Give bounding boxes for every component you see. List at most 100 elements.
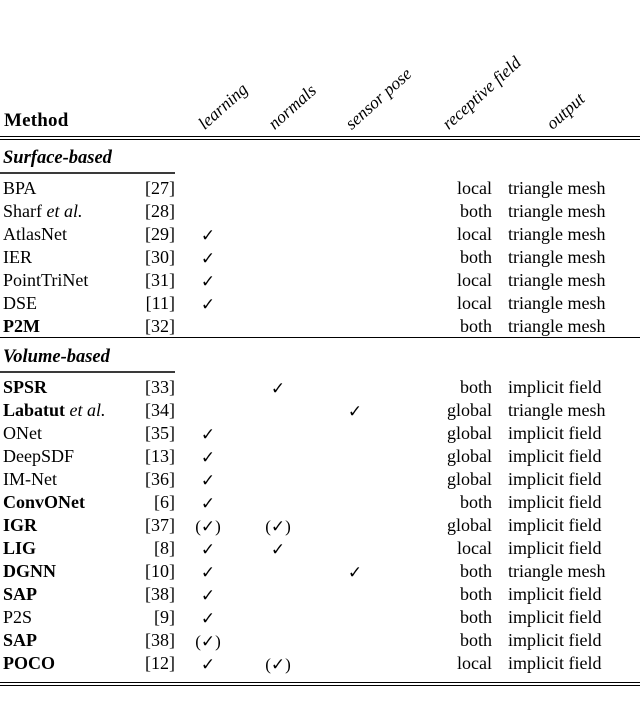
check-partial-icon: (✓) (265, 655, 291, 674)
receptive-field-value: global (447, 469, 492, 489)
check-learning: ✓ (191, 469, 225, 492)
reference-number[interactable]: [10] (145, 561, 175, 581)
reference-number[interactable]: [30] (145, 247, 175, 267)
reference-number[interactable]: [38] (145, 630, 175, 650)
method-name: IM-Net (3, 469, 57, 490)
method-name: SAP (3, 630, 37, 651)
check-learning: ✓ (191, 561, 225, 584)
check-icon: ✓ (200, 448, 216, 467)
method-name: ONet (3, 423, 42, 444)
check-learning: ✓ (191, 446, 225, 469)
reference-number[interactable]: [37] (145, 515, 175, 535)
receptive-field-value: both (459, 201, 492, 221)
check-normals: ✓ (261, 377, 295, 400)
receptive-field-value: global (447, 446, 492, 466)
section-underline-0 (0, 172, 175, 174)
reference-number[interactable]: [38] (145, 584, 175, 604)
check-icon: ✓ (200, 494, 216, 513)
receptive-field-value: both (459, 316, 492, 336)
check-icon: ✓ (200, 226, 216, 245)
method-name-text: SAP (3, 584, 38, 604)
check-learning: (✓) (191, 515, 225, 538)
reference-number[interactable]: [27] (145, 178, 175, 198)
method-name: SPSR (3, 377, 47, 398)
receptive-field-value: local (457, 224, 492, 244)
check-learning: ✓ (191, 293, 225, 316)
check-sensor-pose: ✓ (338, 561, 372, 584)
reference-number[interactable]: [12] (145, 653, 175, 673)
reference-number[interactable]: [8] (154, 538, 175, 558)
method-name: LIG (3, 538, 36, 559)
section-title-1: Volume-based (3, 347, 110, 367)
output-value: implicit field (508, 377, 602, 397)
reference-number[interactable]: [35] (145, 423, 175, 443)
check-icon: ✓ (270, 379, 286, 398)
reference-number[interactable]: [6] (154, 492, 175, 512)
method-name-text: P2M (3, 316, 40, 336)
receptive-field-value: local (457, 270, 492, 290)
output-value: triangle mesh (508, 178, 606, 198)
check-icon: ✓ (200, 540, 216, 559)
output-value: triangle mesh (508, 400, 606, 420)
receptive-field-value: global (447, 400, 492, 420)
check-learning: ✓ (191, 584, 225, 607)
check-sensor-pose: ✓ (338, 400, 372, 423)
method-name: DSE (3, 293, 37, 314)
check-icon: ✓ (347, 563, 363, 582)
check-learning: ✓ (191, 224, 225, 247)
reference-number[interactable]: [34] (145, 400, 175, 420)
method-etal: et al. (69, 400, 106, 420)
header-rule (0, 136, 640, 140)
section-rule-above (0, 337, 640, 338)
output-value: implicit field (508, 653, 602, 673)
check-partial-icon: (✓) (195, 517, 221, 536)
check-learning: ✓ (191, 538, 225, 561)
check-learning: (✓) (191, 630, 225, 653)
receptive-field-value: both (459, 492, 492, 512)
check-icon: ✓ (200, 295, 216, 314)
method-name-text: Sharf (3, 201, 42, 221)
receptive-field-value: both (459, 630, 492, 650)
reference-number[interactable]: [32] (145, 316, 175, 336)
reference-number[interactable]: [28] (145, 201, 175, 221)
method-name: IER (3, 247, 32, 268)
reference-number[interactable]: [11] (145, 293, 175, 313)
method-name-text: IGR (3, 515, 38, 535)
receptive-field-value: global (447, 515, 492, 535)
column-header-label-normals: normals (263, 80, 320, 134)
method-name-text: IM-Net (3, 469, 57, 489)
check-partial-icon: (✓) (195, 632, 221, 651)
output-value: triangle mesh (508, 561, 606, 581)
reference-number[interactable]: [13] (145, 446, 175, 466)
reference-number[interactable]: [36] (145, 469, 175, 489)
reference-number[interactable]: [31] (145, 270, 175, 290)
reference-number[interactable]: [29] (145, 224, 175, 244)
column-header-label-output: output (541, 88, 589, 134)
section-title-0: Surface-based (3, 148, 112, 168)
column-header-label-sensor-pose: sensor pose (340, 63, 416, 134)
receptive-field-value: local (457, 653, 492, 673)
method-name: P2S (3, 607, 32, 628)
method-name: AtlasNet (3, 224, 67, 245)
column-header-label-learning: learning (193, 78, 252, 134)
check-learning: ✓ (191, 270, 225, 293)
output-value: triangle mesh (508, 270, 606, 290)
method-name: SAP (3, 584, 37, 605)
method-name: ConvONet (3, 492, 85, 513)
reference-number[interactable]: [33] (145, 377, 175, 397)
check-icon: ✓ (200, 655, 216, 674)
check-icon: ✓ (200, 471, 216, 490)
column-header-label-receptive-field: receptive field (437, 52, 525, 134)
method-name: BPA (3, 178, 36, 199)
receptive-field-value: both (459, 584, 492, 604)
reference-number[interactable]: [9] (154, 607, 175, 627)
receptive-field-value: global (447, 423, 492, 443)
